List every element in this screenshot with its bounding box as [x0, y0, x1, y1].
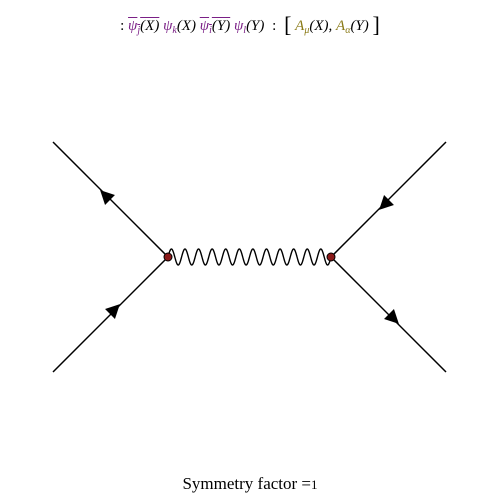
field-psibar-j: ψj(X) — [128, 18, 160, 36]
field-psi-l: ψl(Y) — [233, 18, 265, 36]
vertex-right — [326, 252, 336, 262]
symmetry-factor-label: Symmetry factor = — [182, 474, 312, 493]
fermion-line-top-right — [330, 141, 447, 258]
contraction-formula: : ψj(X) ψk(X) ψi(Y) ψl(Y) : [ Aμ(X), Aα(… — [0, 8, 500, 48]
bracket-open: [ — [284, 12, 292, 37]
field-A-mu: Aμ(X), — [295, 18, 333, 36]
formula-colon-right: : — [272, 18, 277, 34]
bracket-close: ] — [372, 12, 380, 37]
formula-colon-left: : — [120, 18, 125, 34]
field-psi-k: ψk(X) — [163, 18, 196, 36]
field-A-alpha: Aα(Y) — [336, 18, 369, 36]
field-psibar-i: ψi(Y) — [199, 18, 231, 36]
vertex-left — [163, 252, 173, 262]
symmetry-factor-value: 1 — [311, 477, 318, 492]
symmetry-factor: Symmetry factor =1 — [0, 474, 500, 494]
photon-propagator — [167, 248, 332, 266]
